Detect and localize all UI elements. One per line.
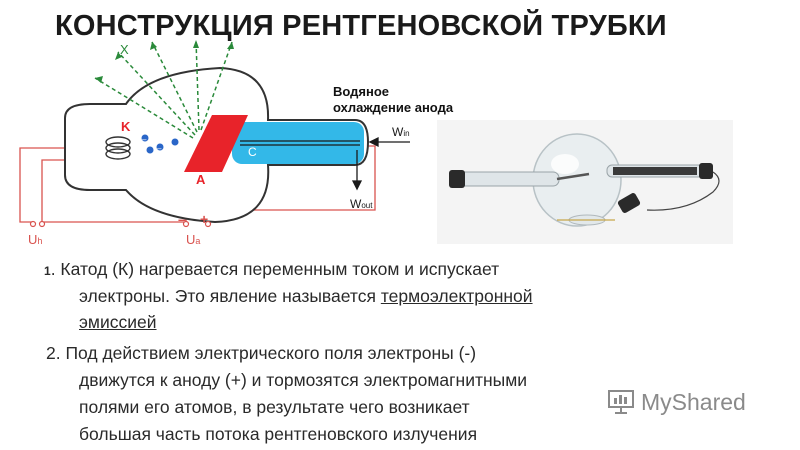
uh-label: Uh [28, 232, 42, 247]
x-ray-tube-diagram: X K A C – – Win Wout – + Uh Ua [19, 39, 410, 247]
cathode-label: K [121, 119, 131, 134]
minus-label: – [178, 211, 186, 227]
term-thermionic: термоэлектронной [380, 286, 533, 306]
water-in-arrow [368, 136, 410, 148]
item-1-line-2: электроны. Это явление называется термоэ… [79, 286, 533, 306]
x-ray-label: X [120, 42, 129, 57]
x-ray-beams [94, 39, 233, 139]
coolant-channel [232, 122, 364, 164]
item-2-line-4: большая часть потока рентгеновского излу… [79, 424, 478, 444]
presentation-board-icon [608, 390, 634, 414]
watermark: MyShared [607, 388, 746, 416]
plus-label: + [200, 211, 208, 227]
electrons [141, 134, 179, 154]
water-out-arrow [351, 150, 363, 191]
x-ray-tube-photo [437, 120, 733, 244]
electron-sign-2: – [157, 144, 162, 153]
item-2-line-2: движутся к аноду (+) и тормозятся электр… [79, 370, 528, 390]
terminals [29, 220, 212, 228]
cathode-coil [105, 136, 131, 160]
x-ray-arrowheads [95, 40, 234, 83]
item-2-line-3: полями его атомов, в результате чего воз… [79, 397, 470, 417]
w-in-label: Win [392, 125, 410, 139]
item-2-line-1: 2. Под действием электрического поля эле… [46, 343, 477, 363]
ua-label: Ua [186, 232, 200, 247]
w-out-label: Wout [350, 197, 373, 211]
coolant-label: C [248, 145, 257, 159]
item-1-line-3: эмиссией [79, 312, 157, 332]
electron-sign-1: – [142, 135, 147, 144]
watermark-text: MyShared [641, 388, 746, 415]
page-title: КОНСТРУКЦИЯ РЕНТГЕНОВСКОЙ ТРУБКИ [55, 10, 667, 42]
item-1-line-1: 1. Катод (К) нагревается переменным токо… [44, 259, 500, 279]
anode-label: A [196, 172, 206, 187]
anode-cooling-label: Водяное охлаждение анода [333, 84, 454, 115]
anode [184, 115, 248, 172]
